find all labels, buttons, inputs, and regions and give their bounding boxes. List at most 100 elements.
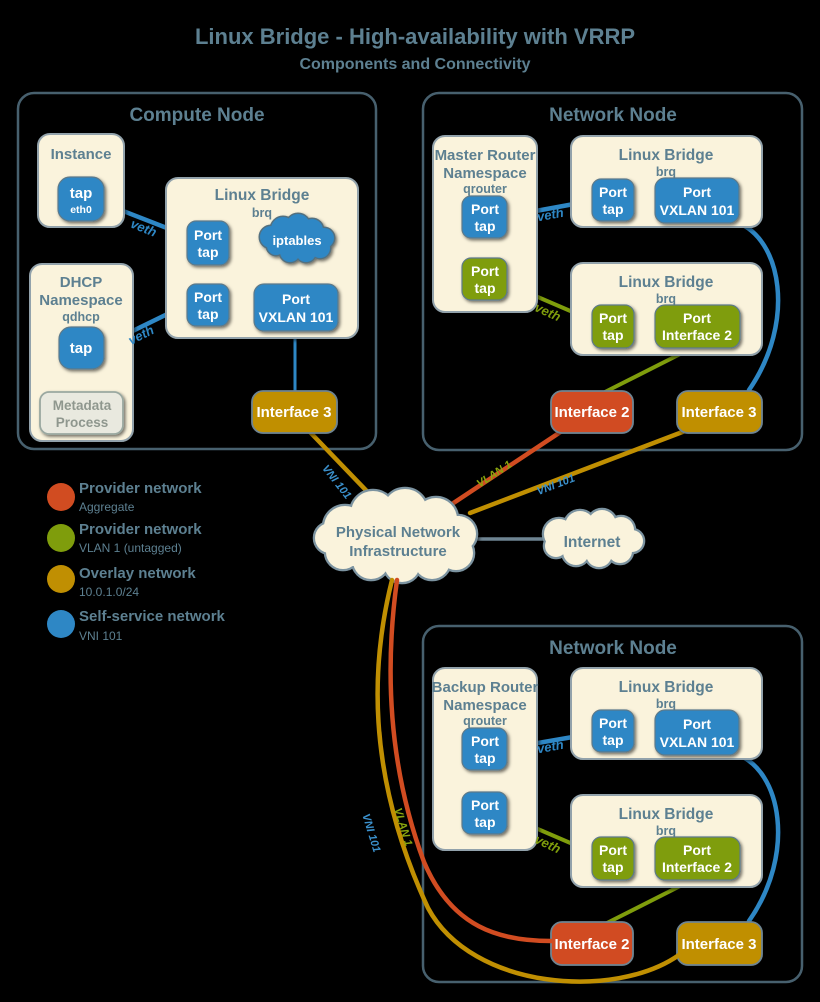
- instance-tap-label: tap: [70, 185, 93, 202]
- port-label: VXLAN 101: [660, 202, 735, 218]
- legend-sublabel: VLAN 1 (untagged): [79, 541, 182, 555]
- port-label: Port: [683, 716, 711, 732]
- port-label: Port: [599, 310, 627, 326]
- dhcp-tap-label: tap: [70, 340, 93, 357]
- legend-item: Provider network Aggregate: [47, 480, 202, 514]
- instance-tap-sublabel: eth0: [70, 204, 92, 216]
- vni-101-long-curve: [375, 577, 682, 984]
- compute-port-vxlan: [253, 283, 339, 332]
- legend-swatch-self-service: [47, 610, 75, 638]
- port-label: Port: [282, 291, 310, 307]
- compute-bridge-name: brq: [252, 206, 272, 220]
- physical-network-cloud: [312, 486, 479, 585]
- port-label: Interface 2: [662, 327, 732, 343]
- veth-label: veth: [533, 831, 564, 856]
- vxlan-to-interface3-curve: [733, 751, 781, 924]
- compute-node: Compute Node Instance tap eth0 DHCP Name…: [16, 91, 387, 512]
- interface2-box: [550, 921, 634, 966]
- vni-101-label: VNI 101: [359, 812, 382, 854]
- bridge1-name: brq: [656, 697, 676, 711]
- port-label: Port: [599, 184, 627, 200]
- bridge1-title: Linux Bridge: [619, 679, 714, 696]
- network-node-top-title: Network Node: [549, 105, 677, 126]
- dhcp-title-line2: Namespace: [39, 292, 122, 309]
- metadata-line1: Metadata: [53, 398, 112, 413]
- interface3-label: Interface 3: [681, 404, 756, 421]
- router-title-line2: Namespace: [443, 165, 526, 182]
- legend-sublabel: VNI 101: [79, 629, 123, 643]
- legend-item: Self-service network VNI 101: [47, 608, 226, 643]
- veth-label: veth: [536, 205, 565, 224]
- vlan-1-long-curve: [388, 577, 554, 944]
- bridge2-port-interface2: [654, 836, 741, 881]
- iptables-cloud: [258, 212, 336, 264]
- bridge2-port-tap: [591, 304, 635, 349]
- port-label: VXLAN 101: [259, 309, 334, 325]
- legend-label: Overlay network: [79, 565, 196, 582]
- vxlan-to-interface3-curve: [733, 219, 781, 393]
- compute-port-tap-upper: [186, 220, 230, 266]
- vlan-1-label: VLAN 1: [475, 459, 514, 490]
- vlan-1-link: [449, 428, 565, 507]
- bridge1-name: brq: [656, 165, 676, 179]
- compute-node-box: [16, 91, 378, 451]
- bridge2-title: Linux Bridge: [619, 806, 714, 823]
- dhcp-title-line1: DHCP: [60, 274, 103, 291]
- physical-network-label-line2: Infrastructure: [349, 543, 447, 560]
- port-label: tap: [603, 859, 624, 875]
- port-label: VXLAN 101: [660, 734, 735, 750]
- legend-label: Provider network: [79, 521, 202, 538]
- legend: Provider network Aggregate Provider netw…: [47, 480, 226, 643]
- router-port-tap-lower: [461, 257, 508, 301]
- dhcp-tap-port: [58, 326, 105, 370]
- interface3-box: [676, 390, 763, 434]
- bridge1-title: Linux Bridge: [619, 147, 714, 164]
- bridge2-port-interface2: [654, 304, 741, 349]
- interface3-box: [676, 921, 763, 966]
- port-label: tap: [198, 306, 219, 322]
- legend-sublabel: Aggregate: [79, 500, 135, 514]
- router-port-tap-upper: [461, 195, 508, 239]
- port-label: tap: [603, 327, 624, 343]
- port-label: Port: [683, 842, 711, 858]
- router-name: qrouter: [463, 714, 507, 728]
- legend-swatch-overlay: [47, 565, 75, 593]
- router-port-tap-upper: [461, 727, 508, 771]
- compute-interface3-box: [251, 390, 338, 434]
- port-label: tap: [198, 244, 219, 260]
- legend-label: Self-service network: [79, 608, 226, 625]
- network-node-bottom-title: Network Node: [549, 638, 677, 659]
- router-title-line1: Master Router: [435, 147, 536, 164]
- veth-label: veth: [533, 300, 564, 325]
- port-label: tap: [603, 201, 624, 217]
- veth-label: veth: [536, 737, 565, 756]
- legend-item: Provider network VLAN 1 (untagged): [47, 521, 202, 555]
- port-label: Port: [194, 227, 222, 243]
- veth-label: veth: [128, 216, 158, 240]
- port-label: tap: [475, 814, 496, 830]
- port-label: Port: [599, 715, 627, 731]
- bridge1-port-tap: [591, 178, 635, 222]
- network-node-bottom: Network Node Backup Router Namespace qro…: [421, 624, 804, 984]
- metadata-process-box: [39, 391, 124, 435]
- bridge2-title: Linux Bridge: [619, 274, 714, 291]
- vni-101-link: [467, 428, 688, 516]
- interface2-label: Interface 2: [554, 936, 629, 953]
- port-label: tap: [475, 218, 496, 234]
- diagram-title: Linux Bridge - High-availability with VR…: [195, 24, 635, 49]
- router-title-line2: Namespace: [443, 697, 526, 714]
- port-label: Port: [683, 310, 711, 326]
- interface2-box: [550, 390, 634, 434]
- bridge1-port-vxlan: [654, 177, 740, 224]
- port-label: tap: [475, 750, 496, 766]
- port-label: Port: [599, 842, 627, 858]
- port-label: tap: [475, 280, 496, 296]
- internet-cloud: [541, 507, 646, 570]
- bridge2-name: brq: [656, 292, 676, 306]
- bridge1-port-vxlan: [654, 709, 740, 756]
- legend-item: Overlay network 10.0.1.0/24: [47, 565, 196, 599]
- router-name: qrouter: [463, 182, 507, 196]
- port-label: Port: [471, 797, 499, 813]
- compute-node-title: Compute Node: [129, 105, 264, 126]
